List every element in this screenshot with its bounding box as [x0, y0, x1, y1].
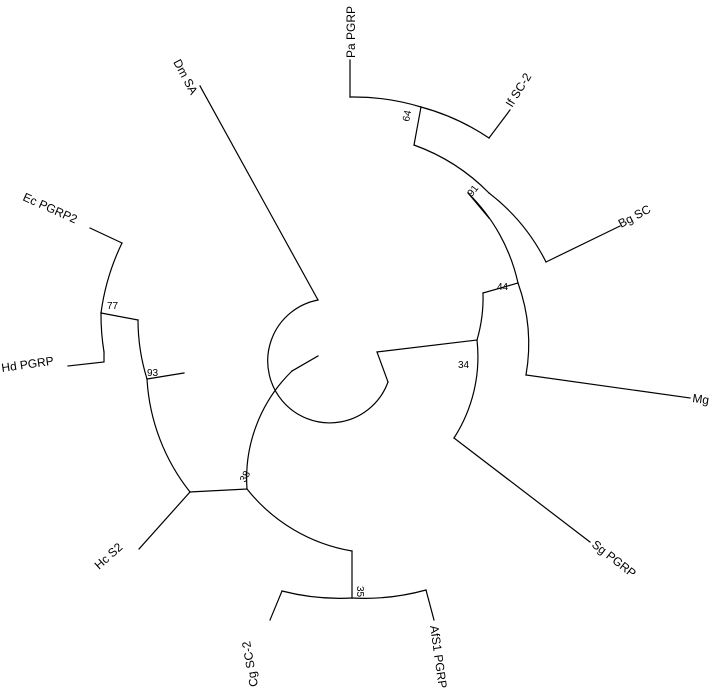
branch-ec-pgrp2: [89, 227, 123, 244]
bootstrap-93: 93: [147, 368, 159, 379]
leaf-dm-sa: Dm SA: [170, 57, 200, 97]
leaf-bg-sc: Bg SC: [616, 202, 653, 231]
branch-mg-pgrp2: [525, 374, 691, 399]
branch-node34: [376, 339, 478, 353]
leaf-afs1-pgrp: AfS1 PGRP: [427, 624, 450, 689]
leaf-sg-pgrp: Sg PGRP: [589, 537, 639, 580]
arc-node93: [146, 378, 191, 493]
bootstrap-38: 38: [238, 469, 253, 485]
arc-node35-right: [351, 589, 427, 599]
bootstrap-34: 34: [458, 360, 470, 371]
branch-root-lower: [291, 355, 319, 372]
arc-node91: [413, 144, 490, 194]
bootstrap-91: 91: [466, 183, 482, 199]
arc-node44: [467, 192, 519, 284]
branch-node38: [189, 488, 248, 493]
arc-node38-b: [246, 488, 353, 552]
arc-node64-right: [420, 106, 490, 139]
leaf-hc-s2: Hc S2: [92, 540, 126, 572]
arc-node77-down: [100, 312, 105, 353]
arc-node35: [281, 590, 353, 599]
leaf-ec-pgrp2: Ec PGRP2: [21, 190, 80, 227]
arc-node34-down: [453, 339, 479, 439]
arc-node77: [100, 242, 123, 314]
arc-node44-down: [517, 282, 530, 376]
leaf-mg-pgrp2: Mg PGRP2: [692, 391, 709, 413]
root-arc: [267, 299, 389, 424]
branch-root-upper: [376, 351, 389, 383]
bootstrap-77: 77: [107, 301, 119, 312]
leaf-pa-pgrp: Pa PGRP: [344, 6, 358, 58]
arc-node38: [246, 370, 293, 490]
leaf-if-sc2: If SC-2: [503, 70, 535, 109]
branch-afs1-pgrp: [425, 589, 435, 621]
branch-node44: [482, 282, 519, 294]
branch-if-sc2: [488, 109, 511, 139]
arc-node34: [476, 292, 484, 341]
branch-node77: [100, 312, 139, 321]
leaf-hd-pgrp: Hd PGRP: [0, 354, 54, 375]
branch-node93: [138, 491, 191, 550]
arc-node64: [349, 96, 422, 108]
arc-node93-b: [137, 319, 148, 380]
branch-node64: [413, 106, 422, 146]
arc-node91-down: [488, 192, 547, 263]
branch-sg-pgrp: [453, 437, 591, 543]
branch-node91: [467, 192, 490, 219]
bootstrap-values: 64 91 44 34 35 38 93 77: [107, 109, 509, 598]
bootstrap-64: 64: [401, 109, 414, 123]
branch-hd-pgrp: [67, 351, 105, 367]
branch-dm-sa: [199, 85, 319, 301]
branch-bg-sc: [545, 225, 621, 263]
bootstrap-44: 44: [497, 282, 509, 293]
tree-branches: [67, 59, 691, 621]
branch-cg-sc2: [269, 590, 283, 621]
branch-node93-conn: [146, 372, 185, 380]
leaf-cg-sc2: Cg SC-2: [239, 640, 261, 688]
bootstrap-35: 35: [354, 586, 365, 598]
